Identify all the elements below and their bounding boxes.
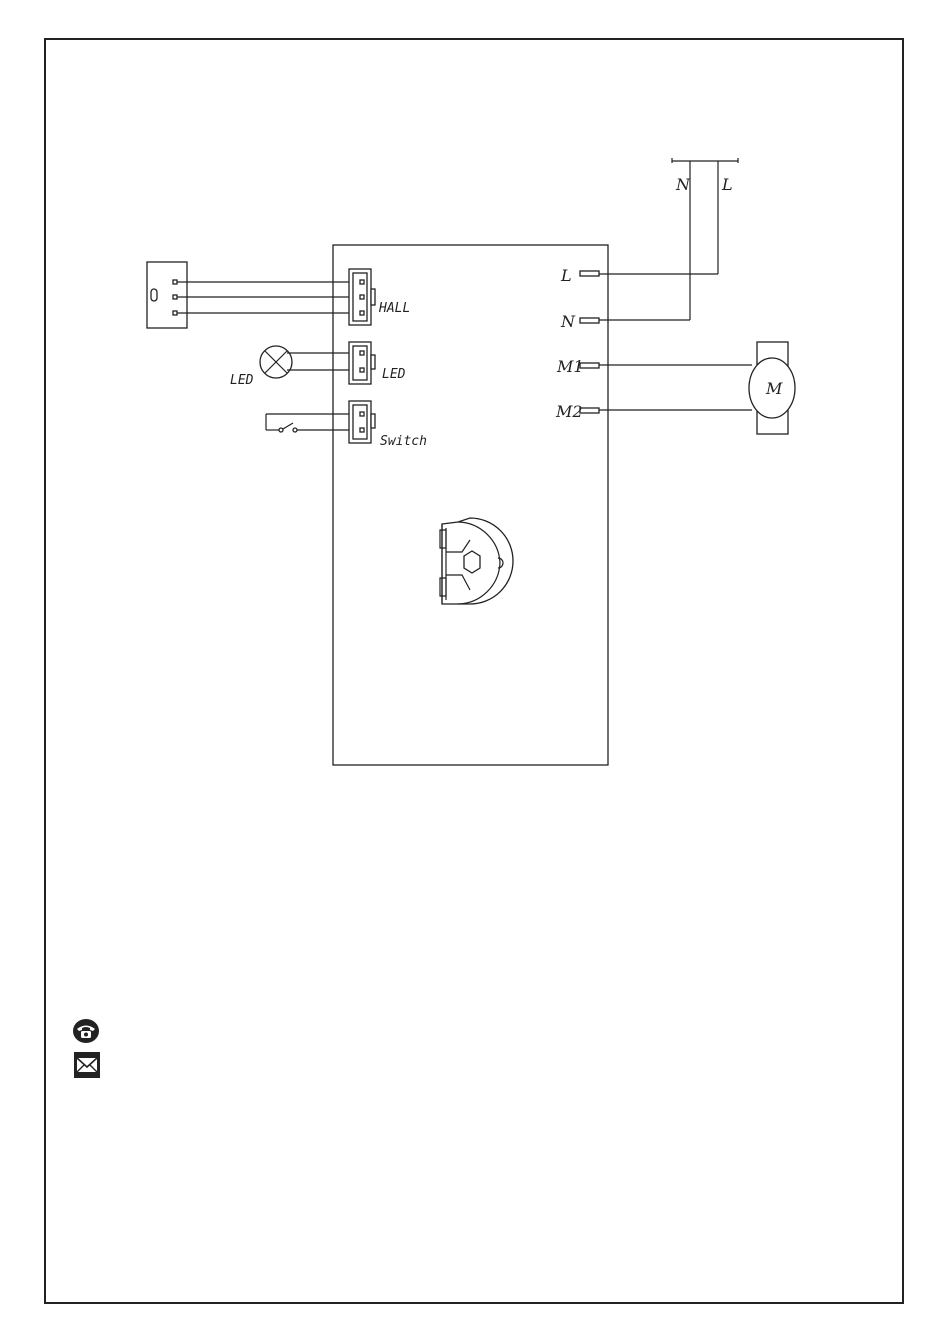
terminal-l	[580, 271, 599, 276]
terminal-m2	[580, 408, 599, 413]
hall-sensor	[147, 262, 360, 328]
supply-l-label: L	[721, 175, 733, 194]
led-lamp-label: LED	[230, 373, 254, 388]
terminal-l-label: L	[560, 266, 572, 285]
motor-label: M	[765, 379, 783, 398]
terminal-n	[580, 318, 599, 323]
switch-connector-label: Switch	[380, 434, 427, 449]
mains-supply: N L	[672, 158, 738, 320]
terminal-n-label: N	[560, 312, 576, 331]
motor: M	[749, 342, 795, 434]
hall-connector-label: HALL	[378, 301, 410, 316]
led-connector-label: LED	[382, 367, 406, 382]
phone-icon	[72, 1018, 100, 1044]
supply-n-label: N	[675, 175, 691, 194]
terminal-m1-label: M1	[556, 357, 584, 376]
terminal-m2-label: M2	[555, 402, 583, 421]
mail-icon	[74, 1052, 100, 1078]
